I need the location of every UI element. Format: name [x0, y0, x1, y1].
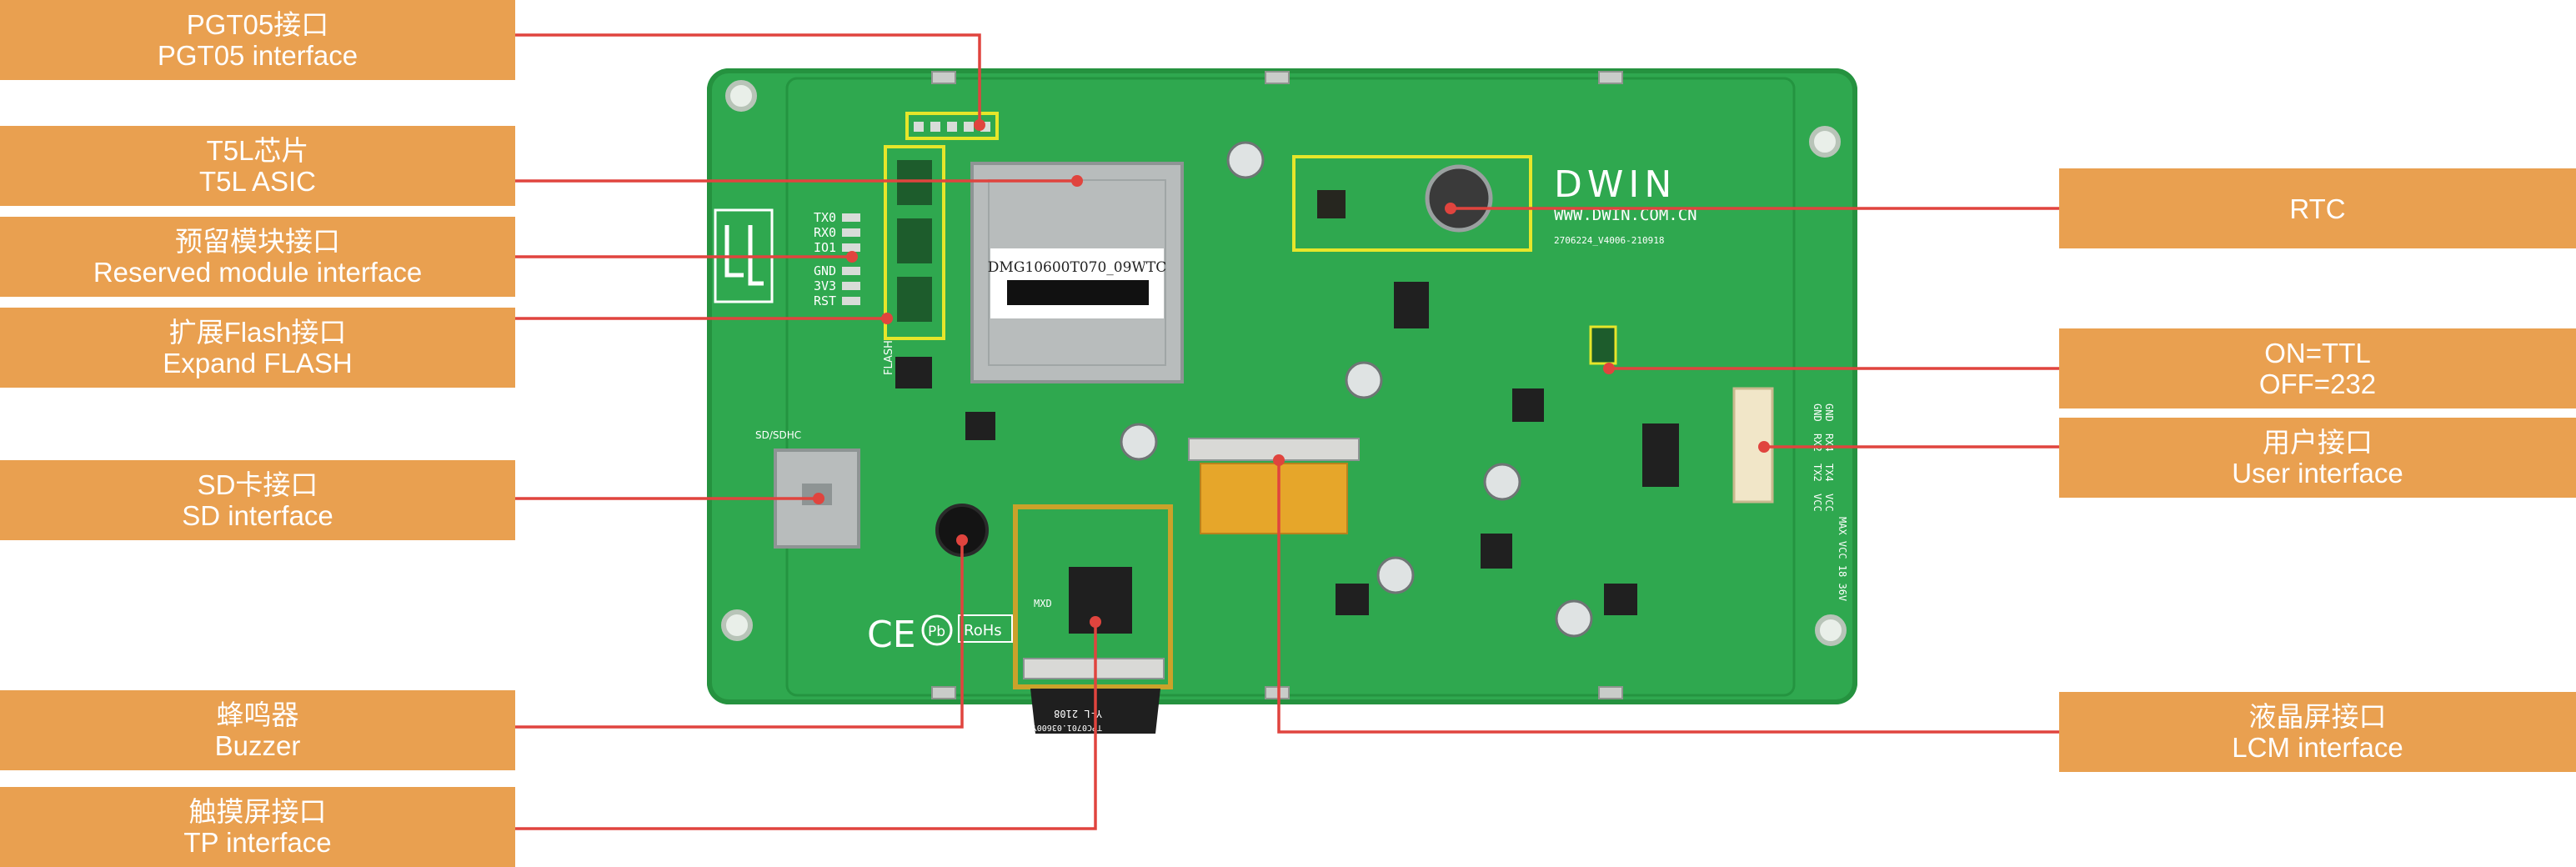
label-en: TP interface: [183, 827, 332, 858]
svg-text:RX4: RX4: [1823, 434, 1835, 452]
leader-lines: [515, 33, 2059, 830]
label-en: Buzzer: [214, 730, 301, 761]
label-buzzer: 蜂鸣器 Buzzer: [0, 690, 515, 770]
pin-label: GND: [814, 263, 836, 278]
chip-label: DMG10600T070_09WTC: [988, 259, 1166, 276]
pin-label: TX0: [814, 210, 836, 225]
label-zh: 蜂鸣器: [216, 699, 299, 730]
label-en: User interface: [2232, 458, 2403, 489]
label-tp-interface: 触摸屏接口 TP interface: [0, 787, 515, 867]
brand-text: DWIN: [1554, 163, 1676, 206]
pin-label: RST: [814, 293, 836, 308]
svg-text:GND: GND: [1812, 403, 1823, 422]
label-zh: 扩展Flash接口: [168, 317, 347, 348]
board-tabs: [931, 71, 1623, 699]
label-zh: SD卡接口: [197, 469, 318, 500]
tp-chip-label: MXD: [1034, 598, 1052, 609]
capacitors: [1120, 141, 1593, 638]
svg-text:TX4: TX4: [1823, 464, 1835, 482]
reserved-pins: [842, 213, 860, 305]
mounting-holes: [721, 80, 1847, 646]
label-en: PGT05 interface: [157, 40, 358, 71]
leader-pgt05: [515, 33, 981, 125]
label-sd-interface: SD卡接口 SD interface: [0, 460, 515, 540]
tp-fpc-label: Y-L 2108: [1054, 708, 1102, 719]
svg-text:VCC: VCC: [1823, 494, 1835, 512]
label-zh: T5L芯片: [206, 135, 309, 166]
rtc-highlight-box: [1292, 155, 1532, 252]
label-expand-flash: 扩展Flash接口 Expand FLASH: [0, 308, 515, 388]
label-zh: 触摸屏接口: [188, 796, 327, 827]
svg-text:VCC: VCC: [1812, 494, 1823, 512]
flash-label: FLASH: [883, 340, 895, 375]
label-reserved-module-interface: 预留模块接口 Reserved module interface: [0, 217, 515, 297]
label-zh: 液晶屏接口: [2248, 701, 2387, 732]
ttl-232-switch: [1589, 325, 1617, 365]
label-line1: ON=TTL: [2264, 338, 2371, 368]
pin-label: IO1: [814, 240, 836, 255]
label-user-interface: 用户接口 User interface: [2059, 418, 2576, 498]
rohs-mark: RoHs: [964, 622, 1002, 639]
chip-barcode: [1007, 280, 1149, 305]
label-zh: 预留模块接口: [175, 226, 340, 257]
board-details: TX0 RX0 IO1 GND 3V3 RST FLA: [714, 71, 1848, 734]
serial-text: 2706224_V4006-210918: [1554, 235, 1664, 246]
pin-label: 3V3: [814, 278, 836, 293]
label-en: Reserved module interface: [93, 257, 423, 288]
leader-dots: [813, 119, 1770, 628]
svg-text:RX2: RX2: [1812, 434, 1823, 452]
leader-buzzer: [515, 540, 964, 729]
svg-text:GND: GND: [1823, 403, 1835, 422]
tp-fpc-code: TPC0701.03600YZ: [1027, 723, 1102, 732]
leader-tp: [515, 622, 1097, 830]
label-en: RTC: [2289, 193, 2346, 224]
pb-mark: Pb: [928, 624, 945, 640]
rtc-battery: [1425, 164, 1493, 233]
sd-label: SD/SDHC: [755, 429, 801, 441]
label-line2: OFF=232: [2258, 368, 2377, 399]
label-t5l-asic: T5L芯片 T5L ASIC: [0, 126, 515, 206]
label-zh: PGT05接口: [186, 9, 329, 40]
label-pgt05-interface: PGT05接口 PGT05 interface: [0, 0, 515, 80]
pin-label: RX0: [814, 225, 836, 240]
label-en: SD interface: [182, 500, 333, 531]
max-vcc-label: MAX VCC 18 36V: [1837, 517, 1848, 601]
svg-text:TX2: TX2: [1812, 464, 1823, 482]
pin-labels-right: GND GND RX4 RX2 TX4 TX2 VCC VCC: [1812, 403, 1835, 512]
label-lcm-interface: 液晶屏接口 LCM interface: [2059, 692, 2576, 772]
label-rtc: RTC: [2059, 168, 2576, 248]
label-en: Expand FLASH: [163, 348, 353, 378]
leader-lcm: [1277, 460, 2059, 734]
flash-highlight-box: [884, 145, 945, 340]
lcm-connector: [1188, 438, 1360, 461]
label-ttl-232-switch: ON=TTL OFF=232: [2059, 328, 2576, 408]
board-inner-outline: [785, 77, 1796, 697]
label-zh: 用户接口: [2263, 427, 2373, 458]
label-en: LCM interface: [2232, 732, 2403, 763]
website-text: WWW.DWIN.COM.CN: [1554, 206, 1697, 224]
pgt05-highlight-box: [905, 112, 999, 140]
ics: [895, 282, 1679, 615]
lcm-ribbon: [1200, 463, 1348, 534]
pin-labels-left: TX0 RX0 IO1 GND 3V3 RST: [814, 210, 836, 308]
tp-connector-frame: [1013, 504, 1173, 689]
label-en: T5L ASIC: [198, 166, 316, 197]
ce-mark: CE: [867, 614, 916, 656]
